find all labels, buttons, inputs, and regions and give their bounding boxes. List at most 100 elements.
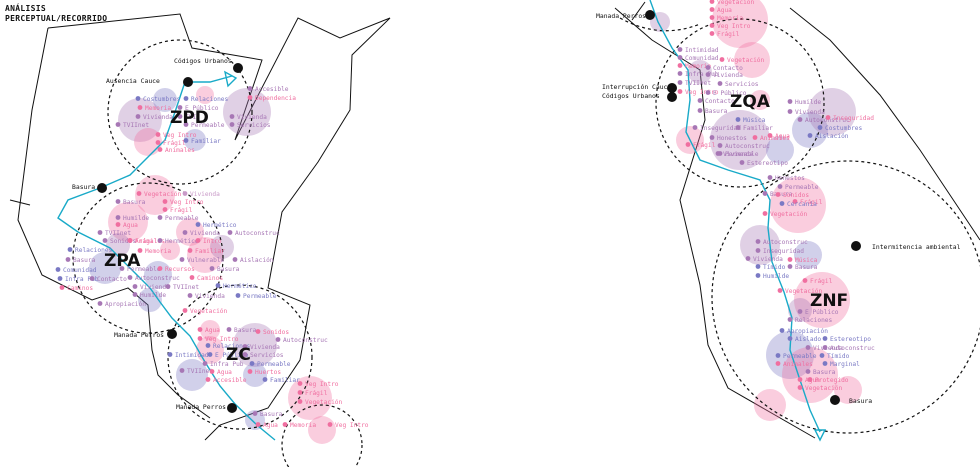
tag: Frágil bbox=[162, 206, 193, 214]
tag-dot-icon bbox=[136, 191, 142, 196]
tag-dot-icon bbox=[59, 285, 65, 290]
tag: Tímido bbox=[755, 263, 786, 271]
tag-label: Aislación bbox=[815, 132, 849, 140]
tag-dot-icon bbox=[162, 207, 168, 212]
tag-dot-icon bbox=[677, 89, 683, 94]
tag-label: Apropiación bbox=[105, 300, 146, 308]
tag-label: Autoconstruc bbox=[763, 239, 808, 246]
tag-label: Autoconstruc bbox=[725, 143, 770, 150]
tag: Autoconstruc bbox=[227, 230, 280, 237]
bubble bbox=[688, 60, 712, 84]
tag-label: Familiar bbox=[191, 138, 221, 145]
tag: Hermético bbox=[215, 282, 257, 290]
tag: Cercanía bbox=[779, 200, 817, 208]
tag-label: Intimidad bbox=[685, 47, 719, 54]
tag-label: Veg Intro bbox=[335, 422, 369, 429]
tag: Contacto bbox=[705, 65, 743, 72]
river-left bbox=[57, 75, 276, 441]
tag-dot-icon bbox=[735, 117, 741, 122]
zone-label: ZNF bbox=[810, 291, 848, 311]
tag-label: Relaciones bbox=[191, 96, 229, 103]
tag: Servicios bbox=[242, 352, 284, 359]
tag-dot-icon bbox=[187, 248, 193, 253]
bubble bbox=[196, 336, 224, 364]
tag: TVIInet bbox=[179, 368, 213, 375]
tag-dot-icon bbox=[157, 238, 163, 243]
tag-dot-icon bbox=[182, 230, 188, 235]
tag: Permeable bbox=[119, 266, 161, 273]
tag-dot-icon bbox=[249, 361, 255, 366]
tag-label: TVIInet bbox=[187, 368, 213, 375]
tag-dot-icon bbox=[752, 135, 758, 140]
tag: Vivienda bbox=[132, 284, 170, 291]
tag-label: E Público bbox=[805, 308, 839, 316]
tag-label: Frágil bbox=[717, 30, 740, 38]
tag-label: Sonidos bbox=[110, 238, 136, 245]
tag-dot-icon bbox=[89, 276, 95, 281]
tag-dot-icon bbox=[157, 215, 163, 220]
tag-dot-icon bbox=[807, 133, 813, 138]
tag-label: Humilde bbox=[140, 292, 166, 299]
tag: Frágil bbox=[685, 141, 716, 149]
tag: Basura bbox=[65, 257, 96, 264]
tag-dot-icon bbox=[227, 230, 233, 235]
tag: Autoconstruc bbox=[717, 143, 770, 150]
tag-dot-icon bbox=[137, 105, 143, 110]
tag: Sonidos bbox=[775, 192, 809, 199]
tag-label: Basura bbox=[234, 327, 257, 334]
tag-label: Sonidos bbox=[783, 192, 809, 199]
tag-label: Vegetación bbox=[190, 307, 228, 315]
tag-label: Frágil bbox=[305, 389, 328, 397]
tag: Protegido bbox=[807, 377, 849, 384]
tag: Basura bbox=[697, 108, 728, 115]
bubble bbox=[770, 177, 826, 233]
point-marker: Manada Perros bbox=[176, 403, 237, 413]
tag: Autoconstruc bbox=[822, 345, 875, 352]
tag: Relaciones bbox=[183, 96, 229, 103]
tag: Basura bbox=[805, 369, 836, 376]
tag: Vivienda bbox=[229, 114, 267, 121]
tag-dot-icon bbox=[705, 72, 711, 77]
tag-label: Vivienda bbox=[795, 109, 825, 116]
point-label: Códigos Urbanos bbox=[174, 57, 232, 65]
tag-dot-icon bbox=[65, 257, 71, 262]
tag: Contacto bbox=[697, 98, 735, 105]
point-marker: Interrupción Cauce bbox=[602, 83, 677, 93]
tag-dot-icon bbox=[775, 192, 781, 197]
tag-label: Frágil bbox=[693, 141, 716, 149]
bubble bbox=[794, 241, 822, 269]
tag-dot-icon bbox=[135, 96, 141, 101]
tag-label: E Público bbox=[713, 89, 747, 97]
tag-label: E Público bbox=[215, 351, 249, 359]
tag: Apropiación bbox=[779, 327, 828, 335]
tag-dot-icon bbox=[779, 201, 785, 206]
tag-label: Protegido bbox=[815, 377, 849, 384]
outline-1 bbox=[17, 27, 211, 419]
point-label: Códigos Urbanos bbox=[602, 92, 660, 100]
bubble bbox=[176, 359, 208, 391]
tag-dot-icon bbox=[705, 90, 711, 95]
tag: Vivienda bbox=[182, 191, 220, 198]
tag-label: Contacto bbox=[713, 65, 743, 72]
tag: Agua bbox=[209, 369, 232, 376]
tag: Basura bbox=[787, 264, 818, 271]
tag-label: Familiar bbox=[270, 377, 300, 384]
tag-dot-icon bbox=[205, 377, 211, 382]
tag-label: Huertos bbox=[255, 369, 281, 376]
tag-label: Relaciones bbox=[75, 247, 113, 254]
tag-dot-icon bbox=[247, 95, 253, 100]
tag-label: Basura bbox=[770, 191, 793, 198]
bubble bbox=[106, 233, 130, 257]
tag-dot-icon bbox=[755, 273, 761, 278]
tag: Permeable bbox=[183, 122, 225, 129]
tag-dot-icon bbox=[297, 381, 303, 386]
tag: Vivienda bbox=[745, 256, 783, 263]
tag-label: Permeable bbox=[783, 353, 817, 360]
tag-dot-icon bbox=[762, 191, 768, 196]
point-dot-icon bbox=[97, 183, 107, 193]
tag: Costumbres bbox=[135, 96, 181, 103]
tag-dot-icon bbox=[67, 247, 73, 252]
tag-dot-icon bbox=[155, 132, 161, 137]
tag-label: Vegetación bbox=[770, 210, 808, 218]
